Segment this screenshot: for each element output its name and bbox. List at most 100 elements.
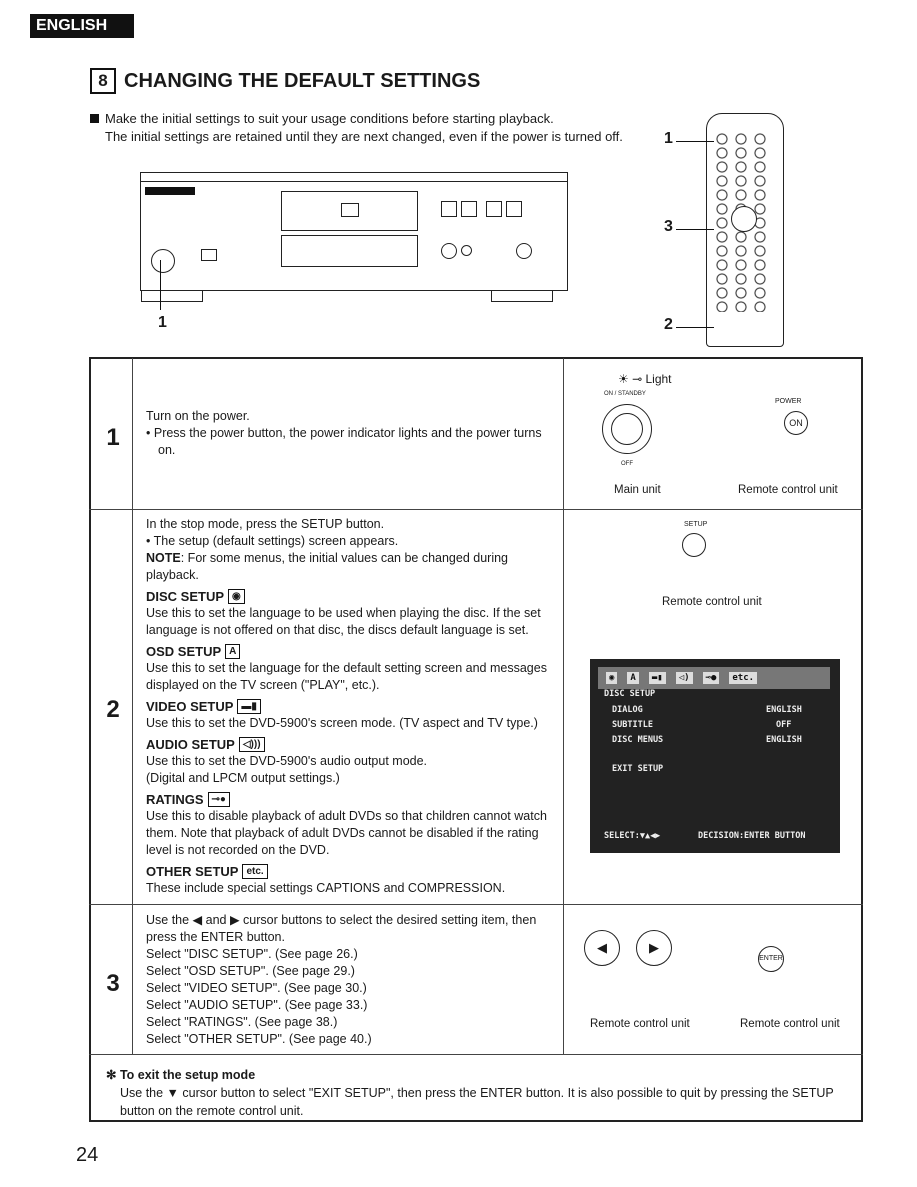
step-1-line: Turn on the power. [146, 409, 250, 423]
screen-footer-left: SELECT:▼▲◀▶ [604, 831, 661, 841]
other-tab: etc. [729, 672, 758, 684]
step-3-line-2: press the ENTER button. [146, 930, 285, 944]
dvd-player-illustration [140, 172, 568, 302]
dvd-logo-icon [341, 203, 359, 217]
step-3-item: Select "OTHER SETUP". (See page 40.) [146, 1032, 372, 1046]
off-label: OFF [621, 461, 633, 467]
step-2-number: 2 [106, 696, 120, 723]
exit-setup-note: ✻ To exit the setup mode Use the ▼ curso… [106, 1066, 856, 1120]
step-3-caption-right: Remote control unit [740, 1018, 840, 1030]
screen-exit: EXIT SETUP [612, 764, 664, 774]
enter-button-icon: ENTER [758, 946, 784, 972]
square-bullet-icon [90, 114, 99, 123]
left-cursor-button-icon: ◀ [584, 930, 620, 966]
step-2-note: NOTE: For some menus, the initial values… [146, 550, 554, 584]
screen-footer-right: DECISION:ENTER BUTTON [698, 831, 806, 841]
on-standby-label: ON / STANDBY [604, 391, 646, 397]
language-tab: ENGLISH [30, 14, 134, 38]
light-icon: ☀ ⊸ [618, 372, 646, 386]
exit-note-title: ✻ To exit the setup mode [106, 1068, 256, 1082]
exit-note-text: Use the ▼ cursor button to select "EXIT … [120, 1086, 834, 1118]
remote-callout-top: 1 [664, 130, 673, 147]
step-3-item: Select "OSD SETUP". (See page 29.) [146, 964, 355, 978]
step-3-item: Select "RATINGS". (See page 38.) [146, 1015, 338, 1029]
arrow-keys-icon: ▼▲◀▶ [639, 831, 661, 841]
video-setup-heading: VIDEO SETUP▬▮ [146, 698, 554, 715]
other-setup-text: These include special settings CAPTIONS … [146, 881, 506, 895]
step-3-text: Use the ◀ and ▶ cursor buttons to select… [146, 912, 556, 1048]
steps-table [89, 357, 863, 1122]
intro-text: Make the initial settings to suit your u… [90, 110, 623, 146]
disc-tab-icon: ◉ [606, 672, 618, 684]
step-1-number: 1 [106, 424, 120, 451]
screen-row-1-value: ENGLISH [766, 705, 802, 715]
step-3-caption-left: Remote control unit [590, 1018, 690, 1030]
video-tab-icon: ▬▮ [648, 672, 666, 684]
ratings-tab-icon: ⊸● [702, 672, 720, 684]
remote-control-illustration [706, 113, 784, 347]
light-indicator: ☀ ⊸ Light [618, 372, 672, 386]
screen-row-3-value: ENGLISH [766, 735, 802, 745]
step-2-bullet: The setup (default settings) screen appe… [146, 533, 554, 550]
light-label: Light [645, 372, 672, 386]
remote-on-button-icon: ON [784, 411, 808, 435]
other-icon: etc. [242, 864, 268, 879]
audio-tab-icon: ◁) [675, 672, 693, 684]
osd-setup-text: Use this to set the language for the def… [146, 661, 547, 692]
audio-setup-text-1: Use this to set the DVD-5900's audio out… [146, 754, 428, 768]
screen-row-1-label: DIALOG [612, 705, 643, 715]
screen-row-2-label: SUBTITLE [612, 720, 653, 730]
step-3-item: Select "VIDEO SETUP". (See page 30.) [146, 981, 367, 995]
audio-setup-text-2: (Digital and LPCM output settings.) [146, 771, 340, 785]
setup-screen: ◉ A ▬▮ ◁) ⊸● etc. DISC SETUP DIALOG ENGL… [590, 659, 840, 853]
step-3-item: Select "DISC SETUP". (See page 26.) [146, 947, 358, 961]
power-label: POWER [775, 398, 802, 405]
video-setup-text: Use this to set the DVD-5900's screen mo… [146, 716, 538, 730]
right-cursor-button-icon: ▶ [636, 930, 672, 966]
screen-heading: DISC SETUP [604, 689, 656, 699]
remote-callout-mid: 3 [664, 218, 673, 235]
disc-icon: ◉ [228, 589, 245, 604]
step-1-bullet: Press the power button, the power indica… [146, 425, 556, 442]
note-label: NOTE [146, 551, 181, 565]
tv-icon: ▬▮ [237, 699, 261, 714]
step-3-number: 3 [106, 970, 120, 997]
step-3-line-1: Use the ◀ and ▶ cursor buttons to select… [146, 913, 537, 927]
section-number: 8 [90, 68, 116, 94]
section-title-text: CHANGING THE DEFAULT SETTINGS [124, 69, 481, 92]
section-title: 8 CHANGING THE DEFAULT SETTINGS [90, 68, 480, 94]
step-1-caption-main: Main unit [614, 484, 661, 496]
speaker-icon: ◁))) [238, 737, 265, 752]
setup-tabs: ◉ A ▬▮ ◁) ⊸● etc. [598, 667, 830, 689]
step-1-bullet-cont: on. [158, 443, 176, 457]
step-2-text: In the stop mode, press the SETUP button… [146, 516, 554, 897]
step-1-text: Turn on the power. Press the power butto… [146, 408, 556, 459]
key-icon: ⊸● [207, 792, 230, 807]
remote-callout-bottom: 2 [664, 316, 673, 333]
screen-row-3-label: DISC MENUS [612, 735, 664, 745]
disc-setup-heading: DISC SETUP◉ [146, 588, 554, 605]
intro-line-2: The initial settings are retained until … [105, 129, 623, 144]
disc-setup-text: Use this to set the language to be used … [146, 606, 541, 637]
step-3-item: Select "AUDIO SETUP". (See page 33.) [146, 998, 368, 1012]
audio-setup-heading: AUDIO SETUP◁))) [146, 736, 554, 753]
screen-row-2-value: OFF [776, 720, 792, 730]
intro-line-1: Make the initial settings to suit your u… [105, 111, 554, 126]
player-callout: 1 [158, 314, 167, 331]
osd-tab-icon: A [627, 672, 639, 684]
note-text: : For some menus, the initial values can… [146, 551, 509, 582]
step-2-caption: Remote control unit [662, 596, 762, 608]
brand-logo [145, 187, 195, 195]
ratings-heading: RATINGS⊸● [146, 791, 554, 808]
page-number: 24 [76, 1144, 99, 1166]
osd-icon: A [225, 644, 241, 659]
ratings-text: Use this to disable playback of adult DV… [146, 809, 547, 857]
main-power-button-icon [602, 404, 652, 454]
cursor-pad-icon [731, 206, 757, 232]
power-button-icon [151, 249, 175, 273]
step-1-caption-remote: Remote control unit [738, 484, 838, 496]
setup-label: SETUP [684, 521, 708, 528]
step-2-line: In the stop mode, press the SETUP button… [146, 517, 385, 531]
